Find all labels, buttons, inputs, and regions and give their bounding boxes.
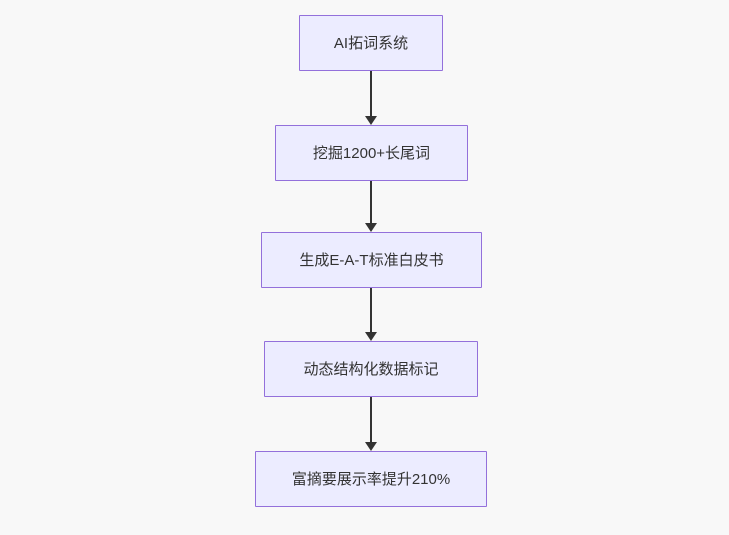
flow-arrow-4 — [365, 397, 377, 451]
flow-node-label: 挖掘1200+长尾词 — [312, 144, 431, 162]
flow-arrow-1 — [365, 71, 377, 125]
arrowhead-down-icon — [365, 223, 377, 232]
flow-node-rich-snippet-result: 富摘要展示率提升210% — [255, 451, 487, 507]
flow-arrow-2 — [365, 181, 377, 232]
arrowhead-down-icon — [365, 116, 377, 125]
arrow-line — [370, 397, 372, 442]
arrow-line — [370, 181, 372, 223]
flow-node-structured-data: 动态结构化数据标记 — [264, 341, 478, 397]
flow-node-label: 富摘要展示率提升210% — [291, 470, 451, 488]
arrowhead-down-icon — [365, 332, 377, 341]
flow-node-longtail-keywords: 挖掘1200+长尾词 — [275, 125, 468, 181]
flow-node-label: 动态结构化数据标记 — [303, 360, 439, 378]
arrow-line — [370, 288, 372, 332]
flow-node-eat-whitepaper: 生成E-A-T标准白皮书 — [261, 232, 482, 288]
flow-node-label: AI拓词系统 — [333, 34, 409, 52]
flow-node-ai-word-system: AI拓词系统 — [299, 15, 443, 71]
flow-arrow-3 — [365, 288, 377, 341]
arrowhead-down-icon — [365, 442, 377, 451]
flow-node-label: 生成E-A-T标准白皮书 — [299, 251, 444, 269]
arrow-line — [370, 71, 372, 116]
